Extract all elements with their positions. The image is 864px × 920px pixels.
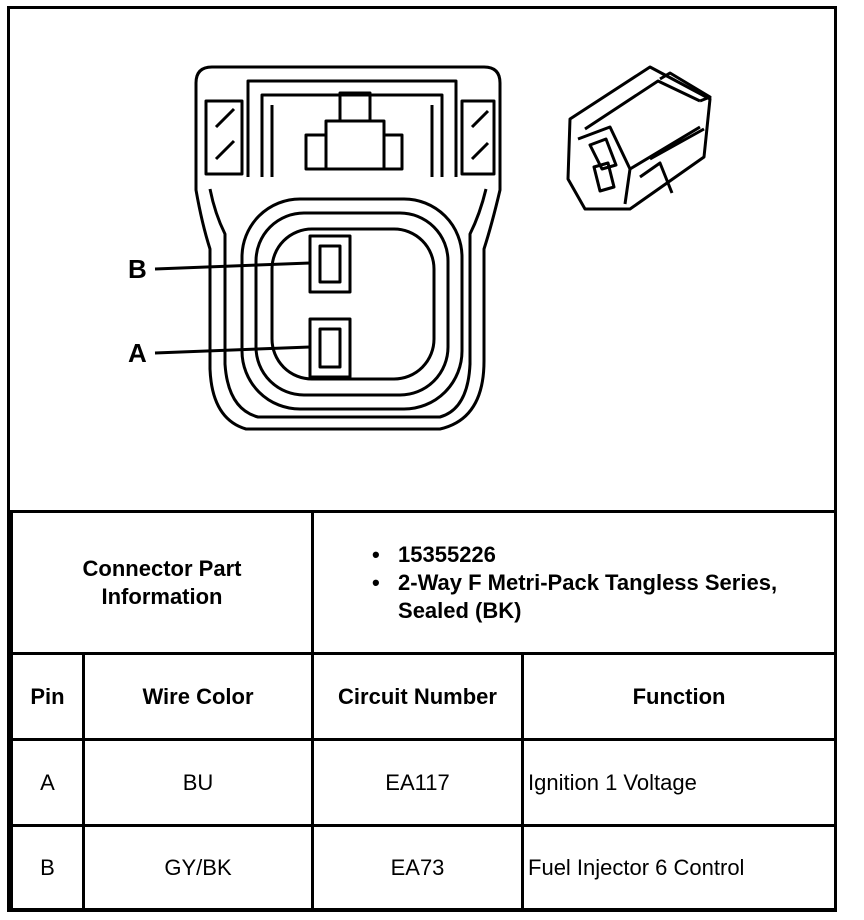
- connector-housing-outline: [194, 65, 502, 431]
- part-info-label-cell: Connector Part Information: [9, 510, 315, 655]
- part-info-label-line1: Connector Part: [82, 555, 242, 581]
- pin-cell: B: [10, 824, 85, 911]
- pin-cell: A: [10, 738, 85, 827]
- part-info-row: Connector Part Information 15355226 2-Wa…: [9, 510, 838, 655]
- pin-a-leader: [154, 345, 311, 355]
- part-info-label-line2: Information: [101, 583, 223, 609]
- seal-ring-outer: [240, 197, 464, 411]
- wire-color-cell: BU: [81, 738, 315, 827]
- connector-diagram: B A: [10, 9, 834, 510]
- connector-frame: B A Connector Part Information 15355226 …: [7, 6, 838, 912]
- part-info-value-cell: 15355226 2-Way F Metri-Pack Tangless Ser…: [311, 510, 838, 655]
- function-cell: Fuel Injector 6 Control: [521, 824, 838, 911]
- function-cell: Ignition 1 Voltage: [521, 738, 838, 827]
- header-pin: Pin: [10, 652, 85, 741]
- pin-b-leader: [154, 261, 311, 271]
- connector-iso-view: [566, 65, 712, 211]
- pin-a-label: A: [128, 338, 147, 368]
- connector-face-drawing: [154, 65, 712, 431]
- part-description-line2: Sealed (BK): [398, 597, 522, 623]
- part-description: 2-Way F Metri-Pack Tangless Series, Seal…: [372, 569, 834, 625]
- header-wire-color: Wire Color: [81, 652, 315, 741]
- part-description-line1: 2-Way F Metri-Pack Tangless Series,: [398, 569, 778, 595]
- pin-b-label: B: [128, 254, 147, 284]
- header-circuit-number: Circuit Number: [311, 652, 525, 741]
- pinout-table: Connector Part Information 15355226 2-Wa…: [9, 510, 838, 911]
- circuit-number-cell: EA117: [311, 738, 525, 827]
- part-number: 15355226: [372, 541, 834, 569]
- wire-color-cell: GY/BK: [81, 824, 315, 911]
- cavity-b: [308, 234, 352, 294]
- table-row: A BU EA117 Ignition 1 Voltage: [10, 738, 838, 827]
- header-function: Function: [521, 652, 838, 741]
- header-row: Pin Wire Color Circuit Number Function: [10, 652, 838, 741]
- table-row: B GY/BK EA73 Fuel Injector 6 Control: [10, 824, 838, 911]
- part-info-list: 15355226 2-Way F Metri-Pack Tangless Ser…: [314, 541, 834, 625]
- circuit-number-cell: EA73: [311, 824, 525, 911]
